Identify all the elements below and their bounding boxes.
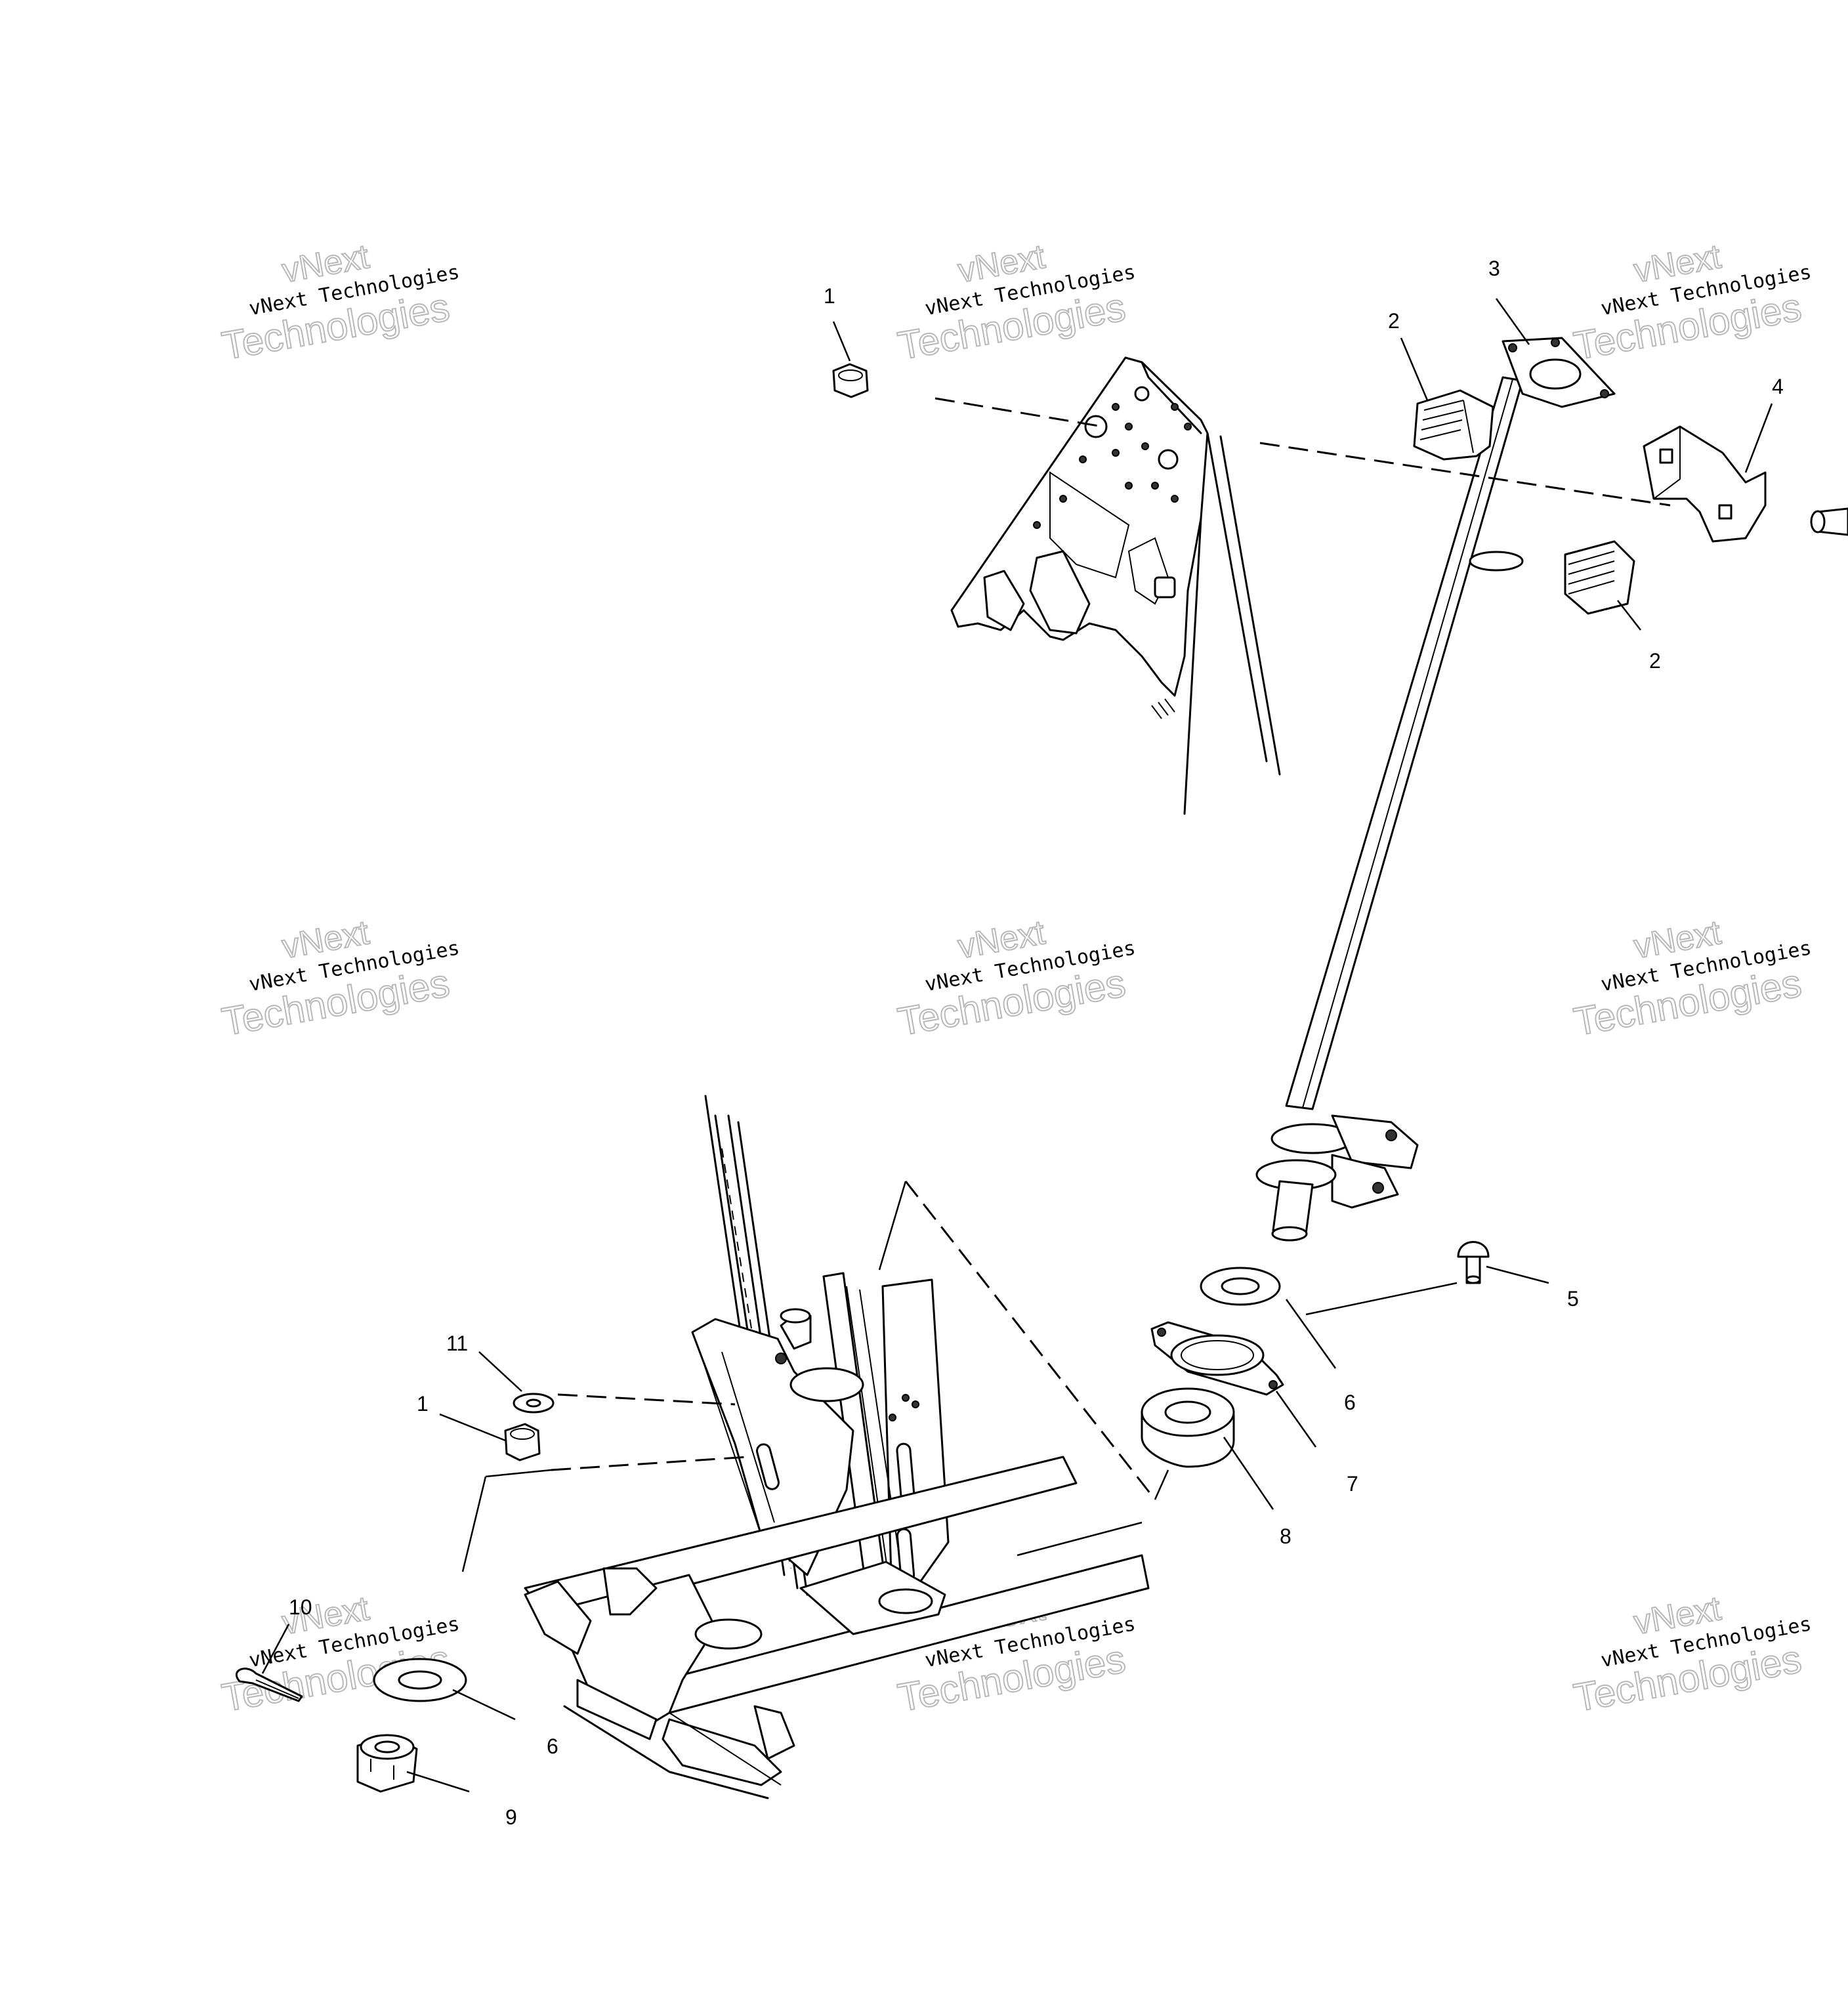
nut-lower <box>504 1423 541 1461</box>
bearing-ring <box>1141 1387 1235 1468</box>
watermark-bottom-right: vNext vNext Technologies Technologies <box>1570 1589 1813 1721</box>
callout-2-lower: 2 <box>1649 649 1661 673</box>
callout-1-top: 1 <box>824 284 835 308</box>
callout-6-lower: 6 <box>547 1734 558 1758</box>
leader-lines <box>261 298 1773 1793</box>
watermark-top-center: vNext vNext Technologies Technologies <box>894 237 1137 369</box>
frame-round-hole <box>694 1618 763 1650</box>
frame-tube-hole <box>789 1367 864 1402</box>
callout-2-upper: 2 <box>1388 309 1400 333</box>
steering-post <box>1255 337 1616 1242</box>
callout-8: 8 <box>1280 1524 1292 1548</box>
steering-post-arm-upper <box>1331 1114 1419 1169</box>
castle-nut <box>356 1734 418 1793</box>
bearing-flange <box>1150 1321 1284 1396</box>
watermark-top-left: vNext vNext Technologies Technologies <box>218 237 461 369</box>
callout-11: 11 <box>446 1332 468 1355</box>
bulkhead-holes <box>1033 403 1192 529</box>
watermark-mid-left: vNext vNext Technologies Technologies <box>218 913 461 1045</box>
bushing-lower <box>1564 540 1635 615</box>
callout-7: 7 <box>1347 1472 1358 1496</box>
watermark-mid-right: vNext vNext Technologies Technologies <box>1570 913 1813 1045</box>
pin-right <box>1810 507 1848 536</box>
callout-5: 5 <box>1567 1287 1579 1311</box>
cotter-pin <box>235 1668 303 1702</box>
washer-11 <box>513 1393 555 1414</box>
callout-10: 10 <box>289 1595 312 1619</box>
bushing-upper <box>1413 389 1494 461</box>
steering-post-arm-lower <box>1331 1154 1399 1209</box>
alignment-lines <box>461 397 1671 1572</box>
callout-6-upper: 6 <box>1344 1391 1356 1414</box>
washer-6-lower <box>373 1658 467 1702</box>
watermark-mid-center: vNext vNext Technologies Technologies <box>894 913 1137 1045</box>
callout-4: 4 <box>1772 375 1784 398</box>
watermark-top-right: vNext vNext Technologies Technologies <box>1570 237 1813 369</box>
washer-6-upper <box>1200 1267 1281 1306</box>
callout-1-lower: 1 <box>417 1392 429 1416</box>
callout-labels: 1 3 2 4 2 5 6 7 8 11 1 10 6 9 <box>289 257 1784 1829</box>
clamp <box>1643 425 1767 543</box>
callout-9: 9 <box>505 1805 517 1829</box>
rivet <box>1457 1241 1490 1284</box>
lower-frame <box>524 1095 1150 1799</box>
callout-3: 3 <box>1488 257 1500 280</box>
bulkhead-plate <box>950 356 1281 815</box>
nut-top <box>832 363 869 398</box>
